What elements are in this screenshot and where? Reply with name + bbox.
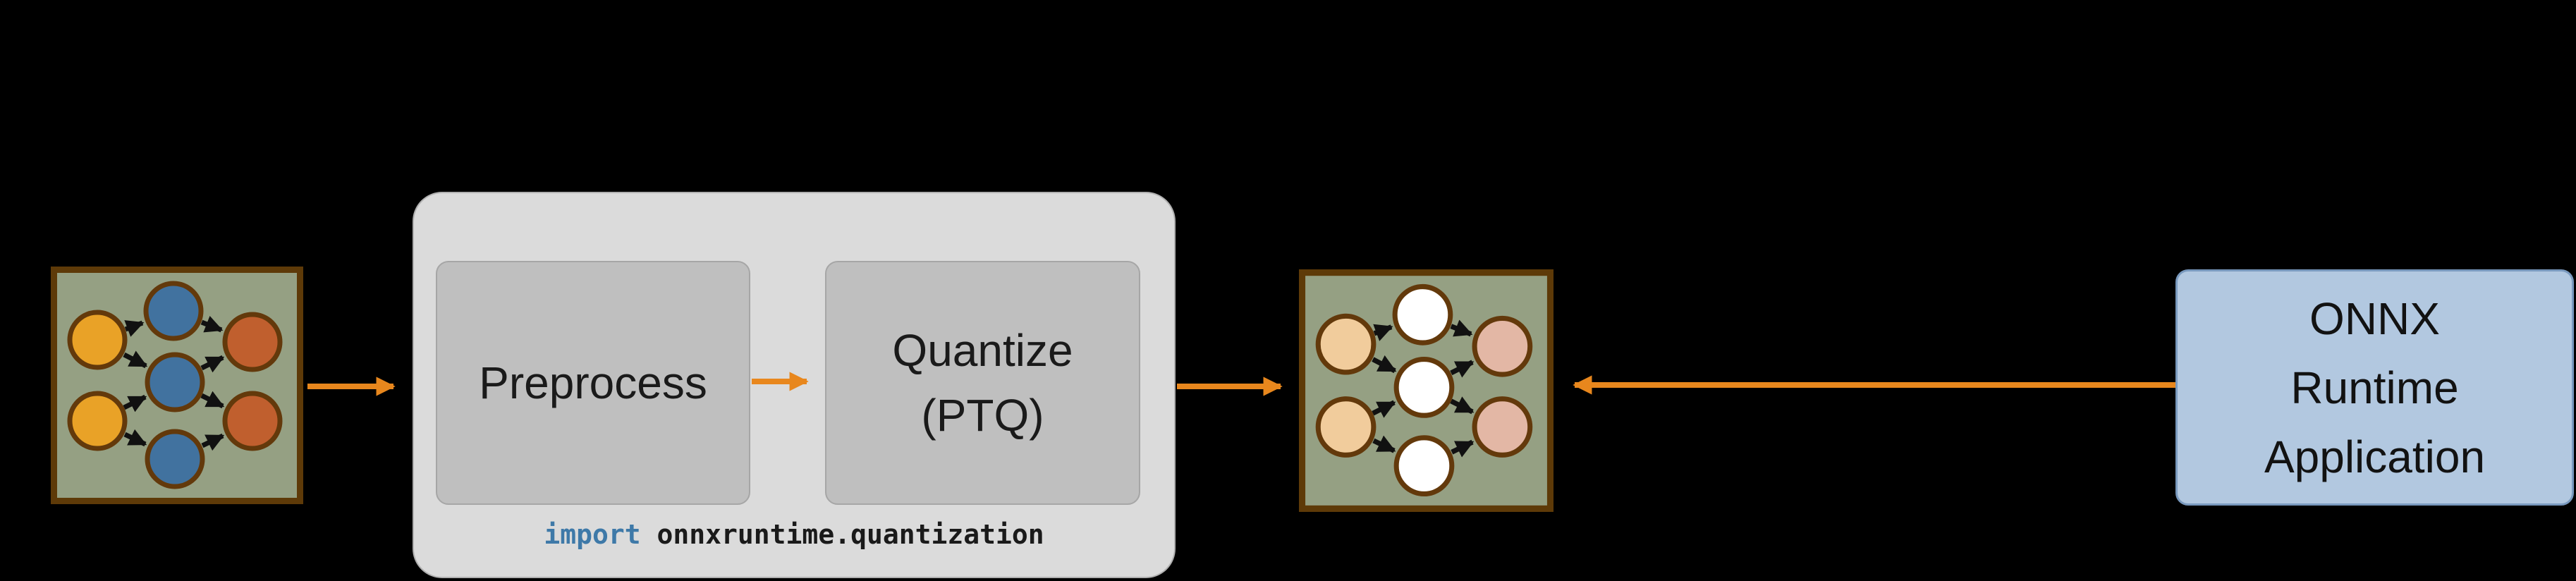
- input-model-icon: [51, 267, 303, 504]
- quantization-pipeline-box: Preprocess Quantize (PTQ) import onnxrun…: [413, 192, 1176, 578]
- quantize-label-line2: (PTQ): [921, 390, 1044, 441]
- onnx-runtime-application-box: ONNX Runtime Application: [2175, 269, 2574, 506]
- import-module: onnxruntime.quantization: [640, 519, 1044, 550]
- preprocess-label: Preprocess: [479, 357, 707, 408]
- neural-network-graphic: [51, 267, 303, 504]
- neural-network-graphic: [1299, 269, 1553, 512]
- app-label-line3: Application: [2264, 431, 2486, 482]
- quantized-model-icon: [1299, 269, 1553, 512]
- import-keyword: import: [544, 519, 641, 550]
- quantize-label-line1: Quantize: [892, 325, 1073, 376]
- import-statement: import onnxruntime.quantization: [414, 519, 1174, 550]
- app-label-line1: ONNX: [2309, 293, 2440, 344]
- app-label-line2: Runtime: [2290, 362, 2459, 413]
- preprocess-step-box: Preprocess: [436, 261, 750, 505]
- quantize-step-box: Quantize (PTQ): [825, 261, 1140, 505]
